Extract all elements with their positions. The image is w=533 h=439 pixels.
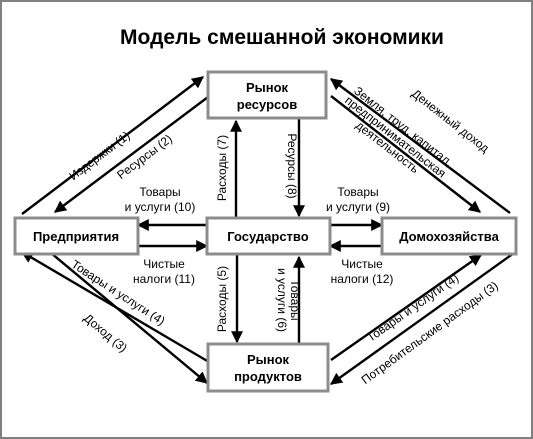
svg-text:налоги (11): налоги (11) xyxy=(133,272,195,286)
arrow-land-labor-to-households xyxy=(330,95,481,213)
svg-text:Предприятия: Предприятия xyxy=(33,229,119,244)
svg-text:Рынок: Рынок xyxy=(247,352,290,367)
svg-text:Домохозяйства: Домохозяйства xyxy=(399,229,499,244)
svg-text:Чистые: Чистые xyxy=(341,257,383,271)
arrow-costs-to-resource-market xyxy=(21,76,204,215)
svg-text:Товары: Товары xyxy=(288,279,302,320)
label-land-labor: Земля, труд, капитал, предпринимательска… xyxy=(342,84,455,181)
svg-text:продуктов: продуктов xyxy=(234,369,302,384)
svg-text:Товары: Товары xyxy=(337,185,378,199)
arrow-resources-to-firms xyxy=(54,96,209,213)
arrow-money-income-to-households xyxy=(330,78,511,214)
svg-text:налоги (12): налоги (12) xyxy=(331,272,394,286)
label-expenses-5: Расходы (5) xyxy=(215,266,229,332)
label-expenses-7: Расходы (7) xyxy=(215,135,229,201)
svg-text:Государство: Государство xyxy=(227,229,308,244)
node-product-market: Рынок продуктов xyxy=(206,342,330,393)
node-government: Государство xyxy=(205,216,332,256)
svg-text:ресурсов: ресурсов xyxy=(237,97,297,112)
node-households: Домохозяйства xyxy=(380,216,518,256)
arrow-consumer-expenses xyxy=(330,252,515,385)
svg-text:и услуги (9): и услуги (9) xyxy=(326,200,390,214)
svg-text:Товары: Товары xyxy=(139,185,180,199)
arrow-goods-to-households-right xyxy=(330,254,482,361)
svg-text:Чистые: Чистые xyxy=(143,257,185,271)
node-firms: Предприятия xyxy=(13,216,140,256)
arrow-income-to-product-market xyxy=(50,252,208,384)
label-income-3: Доход (3) xyxy=(81,311,130,355)
svg-text:и услуги (10): и услуги (10) xyxy=(125,200,196,214)
node-resource-market: Рынок ресурсов xyxy=(206,70,328,120)
label-goods-services-9: Товары и услуги (9) xyxy=(326,185,390,214)
diagram-title: Модель смешанной экономики xyxy=(120,26,444,49)
label-net-taxes-12: Чистые налоги (12) xyxy=(331,257,394,286)
label-net-taxes-11: Чистые налоги (11) xyxy=(133,257,195,286)
svg-text:и услуги (6): и услуги (6) xyxy=(275,268,289,332)
label-goods-services-6: Товары и услуги (6) xyxy=(275,268,302,332)
svg-text:Рынок: Рынок xyxy=(246,80,289,95)
label-goods-services-10: Товары и услуги (10) xyxy=(125,185,196,214)
label-resources-8: Ресурсы (8) xyxy=(285,133,299,198)
